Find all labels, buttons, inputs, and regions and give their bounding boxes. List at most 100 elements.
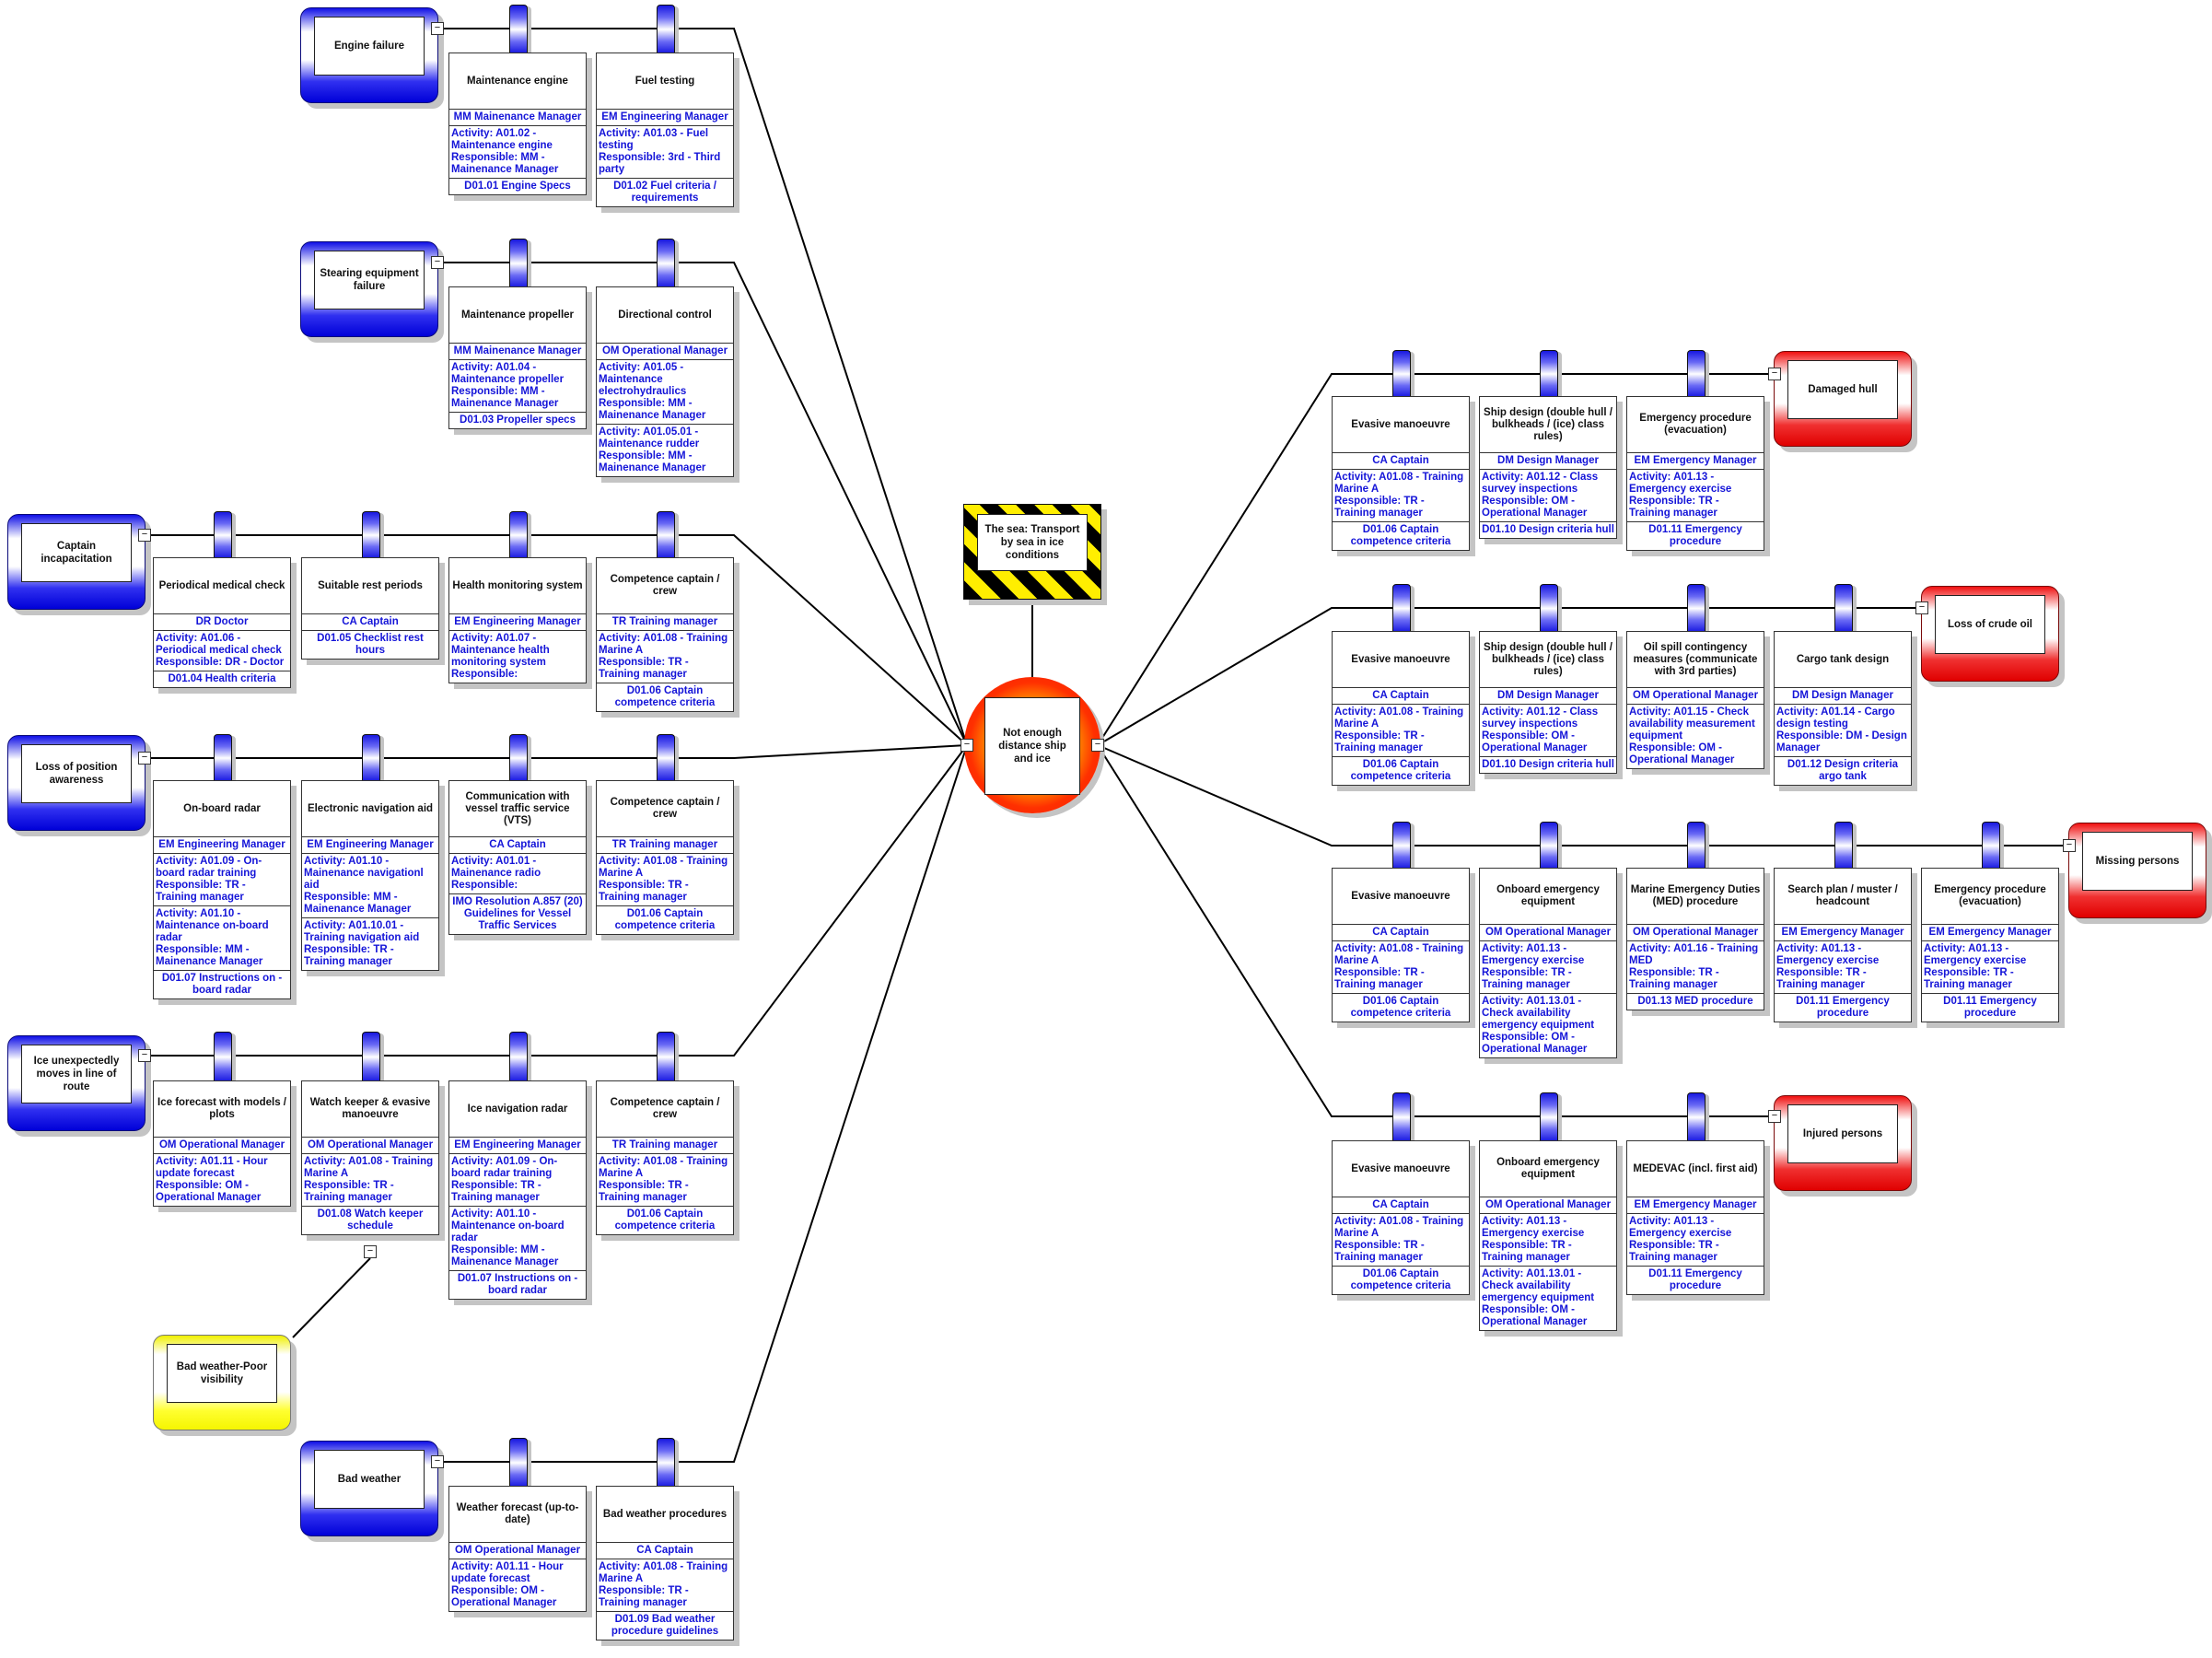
threat-node[interactable]: Bad weather <box>300 1441 438 1536</box>
barrier-document: D01.02 Fuel criteria / requirements <box>613 181 716 204</box>
barrier-title: Directional control <box>597 287 733 344</box>
barrier-box[interactable]: MEDEVAC (incl. first aid)EM Emergency Ma… <box>1626 1140 1764 1295</box>
barrier-title: Periodical medical check <box>154 558 290 614</box>
consequence-node-label: Damaged hull <box>1787 360 1898 419</box>
barrier-box[interactable]: Oil spill contingency measures (communic… <box>1626 631 1764 769</box>
consequence-node-label: Missing persons <box>2082 832 2193 891</box>
barrier-title: Watch keeper & evasive manoeuvre <box>302 1081 438 1138</box>
collapse-toggle-icon[interactable]: − <box>431 22 444 35</box>
threat-node[interactable]: Ice unexpectedly moves in line of route <box>7 1035 146 1131</box>
collapse-toggle-icon[interactable]: − <box>1768 1110 1781 1123</box>
barrier-owner: DR Doctor <box>154 614 290 631</box>
barrier-title: Maintenance engine <box>449 53 586 110</box>
barrier-owner: EM Emergency Manager <box>1922 925 2058 941</box>
barrier-title: Ship design (double hull / bulkheads / (… <box>1480 397 1616 453</box>
threat-node[interactable]: Captain incapacitation <box>7 514 146 610</box>
barrier-owner: EM Engineering Manager <box>302 837 438 854</box>
barrier-connector-tab <box>657 1032 675 1081</box>
barrier-document: D01.06 Captain competence criteria <box>1350 1268 1451 1291</box>
threat-node[interactable]: Engine failure <box>300 7 438 103</box>
top-event-node[interactable]: Not enough distance ship and ice <box>964 677 1100 813</box>
threat-node[interactable]: Loss of position awareness <box>7 735 146 831</box>
barrier-activity: Activity: A01.08 - Training Marine A Res… <box>302 1154 438 1207</box>
barrier-activity: Activity: A01.11 - Hour update forecast … <box>156 1156 268 1203</box>
barrier-box[interactable]: Ship design (double hull / bulkheads / (… <box>1479 396 1617 539</box>
barrier-owner: EM Engineering Manager <box>154 837 290 854</box>
collapse-toggle-icon[interactable]: − <box>138 1049 151 1062</box>
barrier-document: D01.13 MED procedure <box>1637 996 1753 1007</box>
collapse-escalation-toggle-icon[interactable]: − <box>364 1245 377 1258</box>
barrier-connector-tab <box>1392 1092 1411 1141</box>
collapse-toggle-icon[interactable]: − <box>138 752 151 765</box>
consequence-node[interactable]: Missing persons <box>2068 823 2206 918</box>
barrier-connector-tab <box>1540 1092 1558 1141</box>
barrier-document: D01.07 Instructions on -board radar <box>457 1273 578 1296</box>
barrier-activity: Activity: A01.10 - Maintenance on-board … <box>154 906 290 971</box>
consequence-node[interactable]: Loss of crude oil <box>1921 586 2059 682</box>
barrier-box[interactable]: Emergency procedure (evacuation)EM Emerg… <box>1921 868 2059 1022</box>
barrier-owner: MM Mainenance Manager <box>449 110 586 126</box>
barrier-document: D01.11 Emergency procedure <box>1648 1268 1742 1291</box>
barrier-box[interactable]: Emergency procedure (evacuation)EM Emerg… <box>1626 396 1764 551</box>
barrier-title: Ice navigation radar <box>449 1081 586 1138</box>
collapse-toggle-icon[interactable]: − <box>1768 368 1781 380</box>
barrier-box[interactable]: Ship design (double hull / bulkheads / (… <box>1479 631 1617 774</box>
consequence-node[interactable]: Injured persons <box>1774 1095 1912 1191</box>
barrier-box[interactable]: Communication with vessel traffic servic… <box>448 780 587 935</box>
collapse-threats-toggle-icon[interactable]: − <box>960 739 973 752</box>
barrier-owner: MM Mainenance Manager <box>449 344 586 360</box>
collapse-consequences-toggle-icon[interactable]: − <box>1091 739 1104 752</box>
consequence-pathway-line <box>1097 744 1774 1117</box>
barrier-activity: Activity: A01.08 - Training Marine A Res… <box>597 1154 733 1207</box>
consequence-node-label: Injured persons <box>1787 1104 1898 1163</box>
barrier-document: D01.06 Captain competence criteria <box>614 1208 716 1232</box>
barrier-activity: Activity: A01.14 - Cargo design testing … <box>1775 705 1911 757</box>
escalation-link-line <box>292 1257 371 1338</box>
barrier-title: On-board radar <box>154 781 290 837</box>
barrier-connector-tab <box>1687 1092 1706 1141</box>
escalation-factor-node[interactable]: Bad weather-Poor visibility <box>153 1335 291 1430</box>
barrier-title: Competence captain / crew <box>597 781 733 837</box>
hazard-node[interactable]: The sea: Transport by sea in ice conditi… <box>963 504 1101 600</box>
barrier-activity: Activity: A01.08 - Training Marine A Res… <box>1333 941 1469 994</box>
barrier-owner: TR Training manager <box>597 614 733 631</box>
threat-node[interactable]: Stearing equipment failure <box>300 241 438 337</box>
barrier-owner: DM Design Manager <box>1480 688 1616 705</box>
collapse-toggle-icon[interactable]: − <box>431 256 444 269</box>
barrier-activity: Activity: A01.15 - Check availability me… <box>1629 706 1755 765</box>
collapse-toggle-icon[interactable]: − <box>138 529 151 542</box>
collapse-toggle-icon[interactable]: − <box>431 1455 444 1468</box>
barrier-owner: CA Captain <box>1333 453 1469 470</box>
collapse-toggle-icon[interactable]: − <box>2063 839 2076 852</box>
barrier-owner: DM Design Manager <box>1775 688 1911 705</box>
collapse-toggle-icon[interactable]: − <box>1915 601 1928 614</box>
consequence-node[interactable]: Damaged hull <box>1774 351 1912 447</box>
barrier-box[interactable]: Weather forecast (up-to-date)OM Operatio… <box>448 1486 587 1612</box>
barrier-owner: OM Operational Manager <box>302 1138 438 1154</box>
